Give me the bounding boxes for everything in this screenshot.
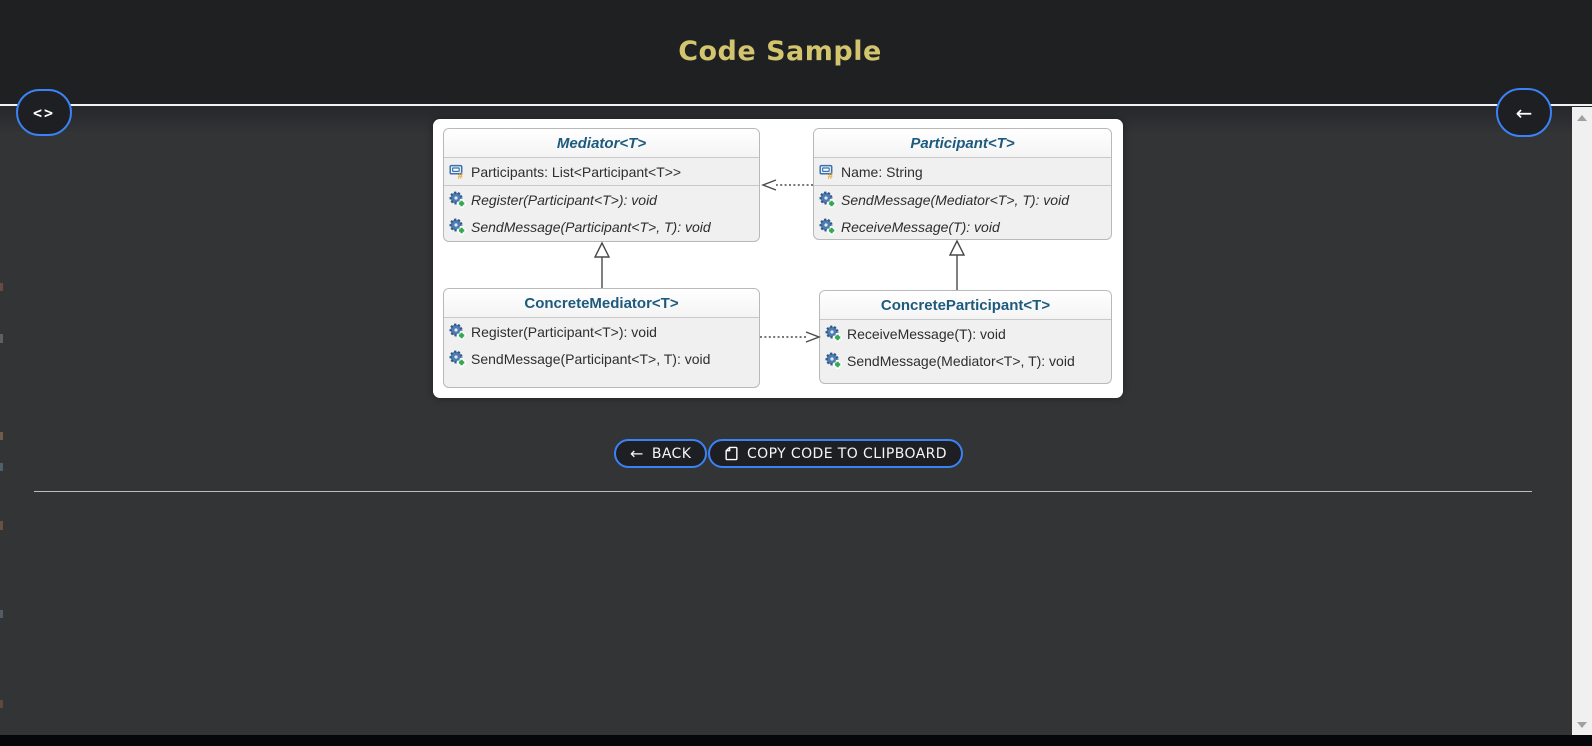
method-text: SendMessage(Participant<T>, T): void xyxy=(471,218,711,235)
code-panel-toggle-button[interactable]: <> xyxy=(16,89,72,136)
left-edge-artifact xyxy=(0,432,3,440)
method-icon xyxy=(449,350,466,367)
uml-method-row: SendMessage(Participant<T>, T): void xyxy=(444,345,759,372)
left-edge-artifact xyxy=(0,334,3,343)
arrow-left-icon: ← xyxy=(630,443,644,463)
uml-method-row: SendMessage(Participant<T>, T): void xyxy=(444,213,759,240)
triangle-up-icon xyxy=(1577,114,1587,121)
horizontal-divider xyxy=(34,491,1532,492)
page-title: Code Sample xyxy=(678,36,882,67)
uml-field-row: Name: String xyxy=(814,158,1111,185)
uml-class-participant: Participant<T> Name: String SendMessage(… xyxy=(813,128,1112,240)
triangle-down-icon xyxy=(1577,721,1587,728)
uml-method-row: SendMessage(Mediator<T>, T): void xyxy=(820,347,1111,374)
class-name: ConcreteParticipant<T> xyxy=(820,291,1111,320)
method-icon xyxy=(449,191,466,208)
uml-method-row: SendMessage(Mediator<T>, T): void xyxy=(814,186,1111,213)
arrow-left-icon: ← xyxy=(1515,100,1533,125)
scroll-down-button[interactable] xyxy=(1572,716,1592,733)
method-text: ReceiveMessage(T): void xyxy=(847,325,1006,342)
class-name: Mediator<T> xyxy=(444,129,759,158)
field-icon xyxy=(819,163,836,180)
vertical-scrollbar[interactable] xyxy=(1572,107,1592,735)
class-name: ConcreteMediator<T> xyxy=(444,289,759,318)
left-edge-artifact xyxy=(0,521,3,530)
method-icon xyxy=(819,191,836,208)
method-icon xyxy=(449,218,466,235)
method-icon xyxy=(819,218,836,235)
scroll-up-button[interactable] xyxy=(1572,109,1592,126)
field-text: Name: String xyxy=(841,163,923,180)
left-edge-artifact xyxy=(0,283,3,291)
method-text: ReceiveMessage(T): void xyxy=(841,218,1000,235)
copy-code-button-label: COPY CODE TO CLIPBOARD xyxy=(747,445,947,462)
uml-class-mediator: Mediator<T> Participants: List<Participa… xyxy=(443,128,760,242)
uml-class-concrete-participant: ConcreteParticipant<T> ReceiveMessage(T)… xyxy=(819,290,1112,384)
method-text: SendMessage(Participant<T>, T): void xyxy=(471,350,711,367)
uml-method-row: Register(Participant<T>): void xyxy=(444,186,759,213)
class-name: Participant<T> xyxy=(814,129,1111,158)
left-edge-artifact xyxy=(0,700,3,708)
uml-diagram-panel: Mediator<T> Participants: List<Participa… xyxy=(433,119,1123,398)
left-edge-artifact xyxy=(0,610,3,618)
uml-method-row: Register(Participant<T>): void xyxy=(444,318,759,345)
method-icon xyxy=(449,323,466,340)
field-icon xyxy=(449,163,466,180)
method-icon xyxy=(825,325,842,342)
left-edge-artifact xyxy=(0,463,3,471)
uml-method-row: ReceiveMessage(T): void xyxy=(814,213,1111,240)
code-brackets-icon: <> xyxy=(32,103,56,122)
copy-code-button[interactable]: COPY CODE TO CLIPBOARD xyxy=(708,439,963,468)
triangle-arrowhead-icon xyxy=(948,239,966,256)
uml-field-row: Participants: List<Participant<T>> xyxy=(444,158,759,185)
open-arrowhead-icon xyxy=(761,179,777,191)
field-text: Participants: List<Participant<T>> xyxy=(471,163,682,180)
copy-document-icon xyxy=(725,446,738,461)
method-text: Register(Participant<T>): void xyxy=(471,323,657,340)
method-text: Register(Participant<T>): void xyxy=(471,191,657,208)
method-text: SendMessage(Mediator<T>, T): void xyxy=(847,352,1075,369)
method-text: SendMessage(Mediator<T>, T): void xyxy=(841,191,1069,208)
back-circle-button[interactable]: ← xyxy=(1496,88,1552,137)
uml-method-row: ReceiveMessage(T): void xyxy=(820,320,1111,347)
method-icon xyxy=(825,352,842,369)
app-header: Code Sample xyxy=(0,0,1592,106)
uml-class-concrete-mediator: ConcreteMediator<T> Register(Participant… xyxy=(443,288,760,388)
triangle-arrowhead-icon xyxy=(593,241,611,258)
bottom-bar xyxy=(0,735,1592,746)
back-button[interactable]: ← BACK xyxy=(614,439,708,468)
back-button-label: BACK xyxy=(651,445,692,462)
open-arrowhead-icon xyxy=(805,331,821,343)
